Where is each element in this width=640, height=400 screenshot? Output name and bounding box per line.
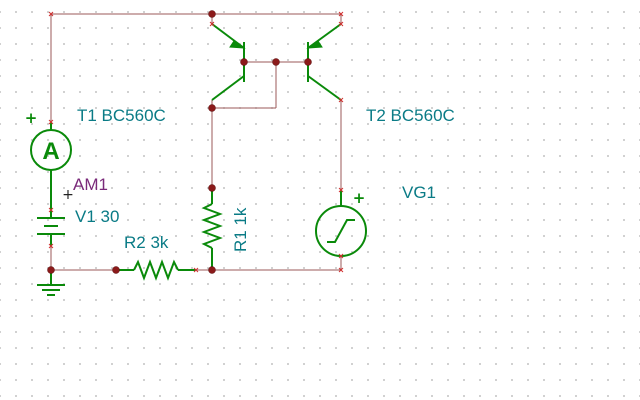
t1-collector-lead (211, 75, 245, 101)
t2-collector-lead (307, 75, 342, 101)
node-t1-collector[interactable] (208, 104, 216, 112)
node-base-middle[interactable] (272, 58, 280, 66)
ammeter-symbol: A (42, 138, 59, 165)
voltage-generator-vg1[interactable]: + (315, 189, 367, 257)
ammeter-plus-top: + (25, 109, 38, 127)
node-r2-left[interactable] (112, 266, 120, 274)
node-ground-junction[interactable] (47, 266, 55, 274)
transistor-t1[interactable] (211, 23, 246, 101)
label-t2: T2 BC560C (366, 106, 455, 125)
vg1-ramp-symbol (327, 219, 355, 243)
vg1-plus: + (353, 189, 366, 207)
node-bottom-junction[interactable] (208, 266, 216, 274)
junction-nodes (47, 10, 312, 274)
pin-marker (209, 21, 215, 27)
battery-v1[interactable] (37, 210, 65, 246)
pin-marker (338, 187, 344, 193)
resistor-r2-body[interactable] (133, 259, 179, 281)
node-top-junction[interactable] (208, 10, 216, 18)
resistor-r1[interactable] (201, 188, 223, 270)
label-t1: T1 BC560C (77, 106, 166, 125)
label-r1: R1 1k (231, 207, 250, 252)
pin-marker (48, 243, 54, 249)
pin-marker (48, 11, 54, 17)
label-am1: AM1 (73, 175, 108, 194)
pin-markers (48, 11, 344, 273)
wires (50, 13, 342, 271)
pin-marker (193, 267, 199, 273)
pin-marker (48, 119, 54, 125)
ammeter-plus-bottom: + (62, 187, 74, 203)
pin-marker (338, 97, 344, 103)
node-base-left[interactable] (240, 58, 248, 66)
label-r2: R2 3k (124, 233, 169, 252)
label-vg1: VG1 (402, 183, 436, 202)
t1-emitter-arrow (229, 40, 246, 49)
t2-emitter-arrow (306, 40, 323, 49)
node-base-right[interactable] (304, 58, 312, 66)
pin-marker (338, 21, 344, 27)
pin-marker (338, 253, 344, 259)
ammeter-am1[interactable]: A + + (25, 109, 74, 210)
pin-marker (338, 11, 344, 17)
node-r1-top[interactable] (208, 184, 216, 192)
transistor-t2[interactable] (306, 23, 342, 101)
pin-marker (48, 207, 54, 213)
label-v1: V1 30 (75, 207, 119, 226)
resistor-r1-body[interactable] (201, 203, 223, 249)
resistor-r2[interactable] (116, 259, 196, 281)
pin-marker (338, 267, 344, 273)
